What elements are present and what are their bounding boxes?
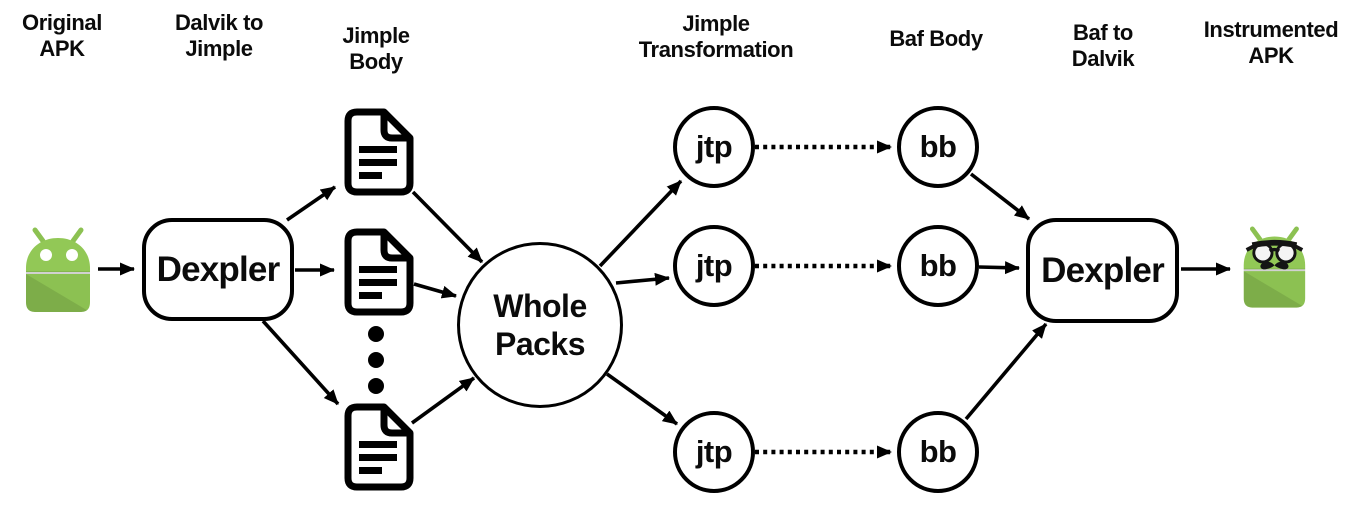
node-dexpler-right-label: Dexpler — [1041, 250, 1165, 290]
edge-whole-packs-to-jtp-3 — [605, 372, 679, 426]
node-jtp-2-label: jtp — [695, 248, 733, 283]
label-instrumented-apk: Instrumented APK — [1203, 17, 1339, 68]
node-bb-2: bb — [897, 225, 979, 307]
edge-bb-1-to-dexpler — [969, 172, 1031, 221]
label-jimple-transformation: Jimple Transformation — [638, 11, 794, 62]
edge-whole-packs-to-jtp-2 — [615, 272, 670, 286]
node-bb-1: bb — [897, 106, 979, 188]
node-jtp-2: jtp — [673, 225, 755, 307]
label-baf-body: Baf Body — [889, 26, 983, 51]
jimple-body-file-icon — [348, 232, 410, 312]
node-jtp-1-label: jtp — [695, 129, 733, 164]
edge-jimple-body-2-to-whole-packs — [413, 282, 457, 299]
label-dalvik-to-jimple: Dalvik to Jimple — [174, 10, 264, 61]
node-dexpler-left: Dexpler — [142, 218, 294, 321]
node-jtp-1: jtp — [673, 106, 755, 188]
mustache-icon — [1260, 261, 1289, 270]
node-jtp-3-label: jtp — [695, 434, 733, 469]
edge-bb-3-to-dexpler — [964, 322, 1048, 421]
jimple-body-file-icon — [348, 407, 410, 487]
label-baf-to-dalvik: Baf to Dalvik — [1071, 20, 1135, 71]
node-whole-packs-label: Whole Packs — [493, 288, 587, 362]
node-bb-2-label: bb — [919, 248, 957, 283]
android-robot-icon — [26, 227, 90, 312]
android-robot-glasses-mustache-icon — [1243, 226, 1306, 308]
edge-dexpler-to-jimple-body-1 — [285, 185, 337, 222]
node-bb-3: bb — [897, 411, 979, 493]
node-bb-3-label: bb — [919, 434, 957, 469]
edge-bb-2-to-dexpler — [978, 261, 1020, 275]
edge-jimple-body-3-to-whole-packs — [410, 376, 476, 425]
node-dexpler-left-label: Dexpler — [156, 249, 281, 289]
node-bb-1-label: bb — [919, 129, 957, 164]
vertical-ellipsis-dots-icon — [368, 326, 384, 394]
jimple-body-file-icon — [348, 112, 410, 192]
glasses-icon — [1245, 239, 1304, 264]
node-whole-packs: Whole Packs — [457, 242, 623, 408]
edge-whole-packs-to-jtp-1 — [598, 179, 683, 268]
label-jimple-body: Jimple Body — [342, 23, 410, 74]
node-jtp-3: jtp — [673, 411, 755, 493]
edge-jimple-body-1-to-whole-packs — [411, 190, 484, 264]
edge-dexpler-to-jimple-body-3 — [261, 319, 340, 406]
node-dexpler-right: Dexpler — [1026, 218, 1179, 323]
label-original-apk: Original APK — [22, 10, 102, 61]
